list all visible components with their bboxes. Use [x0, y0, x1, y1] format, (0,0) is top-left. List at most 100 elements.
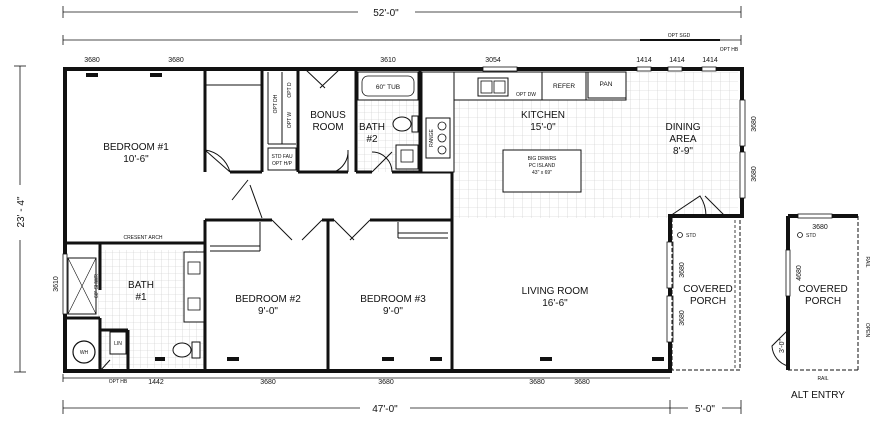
opt-hb-top-label: OPT HB	[720, 47, 739, 53]
kitchen-sink	[480, 80, 506, 94]
bedroom1-name: BEDROOM #1	[103, 142, 169, 153]
pan-label: PAN	[600, 81, 613, 88]
porch-light-std	[677, 232, 683, 238]
bath1-sink-2	[187, 297, 201, 311]
alt-door-label: 3'-0"	[779, 339, 786, 353]
bedroom2-size: 9'-0"	[258, 306, 278, 317]
alt-window-top-label: 3680	[812, 224, 828, 231]
kitchen-name: KITCHEN	[521, 110, 565, 121]
rail-bottom-label: RAIL	[817, 376, 828, 382]
alt-std-label: STD	[806, 233, 816, 239]
depth-dimension: 23' - 4"	[16, 196, 27, 227]
bedroom3-size: 9'-0"	[383, 306, 403, 317]
window-label-porch-1: 3680	[679, 262, 686, 278]
bath1-toilet-tank	[191, 341, 201, 359]
window-label-bottom-3: 3680	[378, 379, 394, 386]
window-label-top-1: 3680	[84, 57, 100, 64]
bath2-sink	[400, 149, 414, 163]
opt-d-label: OPT D	[287, 82, 293, 98]
tub-label: 60" TUB	[376, 84, 400, 91]
alt-entry-title: ALT ENTRY	[791, 390, 845, 401]
linen-label: LIN	[114, 341, 122, 347]
linen-closet	[109, 331, 127, 355]
bath1-line2: #1	[135, 292, 147, 303]
bedroom2-name: BEDROOM #2	[235, 294, 301, 305]
shower-label: 60" SHWR	[94, 274, 100, 298]
overall-width-dimension: 52'-0"	[373, 8, 399, 19]
bath2-tub-inner	[361, 75, 415, 97]
living-room-size: 16'-6"	[542, 298, 568, 309]
island-label-3: 43" x 69"	[532, 170, 552, 176]
bath1-sink-1	[187, 261, 201, 275]
alt-porch-line2: PORCH	[805, 296, 841, 307]
window-label-top-4: 3054	[485, 57, 501, 64]
window-label-top-2: 3680	[168, 57, 184, 64]
covered-porch-line2: PORCH	[690, 296, 726, 307]
island-label-2: PC ISLAND	[529, 163, 556, 169]
range-label: RANGE	[429, 128, 435, 146]
refer-label: REFER	[553, 83, 575, 90]
alt-porch-line1: COVERED	[798, 284, 847, 295]
laundry-cabinet	[267, 147, 297, 171]
bath1-line1: BATH	[128, 280, 154, 291]
interior-walls	[65, 69, 454, 371]
opt-dw-label: OPT DW	[516, 92, 536, 98]
range-burners	[437, 121, 447, 155]
bath1-vanity	[183, 251, 205, 323]
bedroom1-size: 10'-6"	[123, 154, 149, 165]
bath2-tub	[357, 71, 419, 101]
std-label: STD	[686, 233, 696, 239]
alt-entry-plan	[771, 213, 859, 371]
dining-line1: DINING	[666, 122, 701, 133]
rail-right-label: RAIL	[864, 256, 870, 267]
window-label-bottom-1: 1442	[148, 379, 164, 386]
kitchen-size: 15'-0"	[530, 122, 556, 133]
covered-porch-outline	[671, 215, 741, 371]
shower-drain-lines	[67, 257, 97, 315]
covered-porch-line1: COVERED	[683, 284, 732, 295]
window-label-top-6: 1414	[669, 57, 685, 64]
dimension-lines	[14, 6, 742, 414]
bath2-vanity	[395, 144, 419, 170]
open-label: OPEN	[864, 323, 870, 338]
window-label-right-2: 3680	[751, 166, 758, 182]
opt-w-label: OPT W	[287, 112, 293, 129]
opt-sgd-label: OPT SGD	[668, 33, 691, 39]
opt-hb-bottom-label: OPT HB	[109, 379, 128, 385]
window-label-bottom-2: 3680	[260, 379, 276, 386]
bedroom3-name: BEDROOM #3	[360, 294, 426, 305]
window-label-right-1: 3680	[751, 116, 758, 132]
bath2-toilet	[392, 116, 412, 132]
window-label-top-7: 1414	[702, 57, 718, 64]
home-width-dimension: 47'-0"	[372, 404, 398, 415]
bath2-line2: #2	[366, 134, 378, 145]
alt-window-side-label: 4680	[796, 265, 803, 281]
island-label-1: BIG DRWRS	[528, 156, 557, 162]
water-heater-door	[99, 359, 111, 372]
window-label-bottom-4: 3680	[529, 379, 545, 386]
bath2-toilet-tank	[411, 115, 419, 133]
closets	[205, 72, 448, 252]
crescent-arch-label: CRESENT ARCH	[123, 235, 162, 241]
bonus-room-line1: BONUS	[310, 110, 346, 121]
door-swings	[204, 68, 726, 241]
opt-hp-label: OPT H/P	[272, 161, 293, 167]
window-label-porch-2: 3680	[679, 310, 686, 326]
opt-dh-label: OPT DH	[273, 94, 279, 113]
dining-line2: AREA	[669, 134, 697, 145]
porch-width-dimension: 5'-0"	[695, 404, 715, 415]
bath1-toilet	[172, 342, 192, 358]
window-label-bottom-5: 3680	[574, 379, 590, 386]
window-openings	[62, 66, 746, 343]
bonus-room-line2: ROOM	[312, 122, 343, 133]
water-heater-label: WH	[80, 350, 89, 356]
window-label-top-5: 1414	[636, 57, 652, 64]
std-fau-label: STD FAU	[271, 154, 293, 160]
living-room-name: LIVING ROOM	[522, 286, 589, 297]
window-label-left: 3610	[53, 276, 60, 292]
window-label-top-3: 3610	[380, 57, 396, 64]
dining-size: 8'-9"	[673, 146, 693, 157]
water-heater	[72, 340, 96, 364]
bath2-line1: BATH	[359, 122, 385, 133]
